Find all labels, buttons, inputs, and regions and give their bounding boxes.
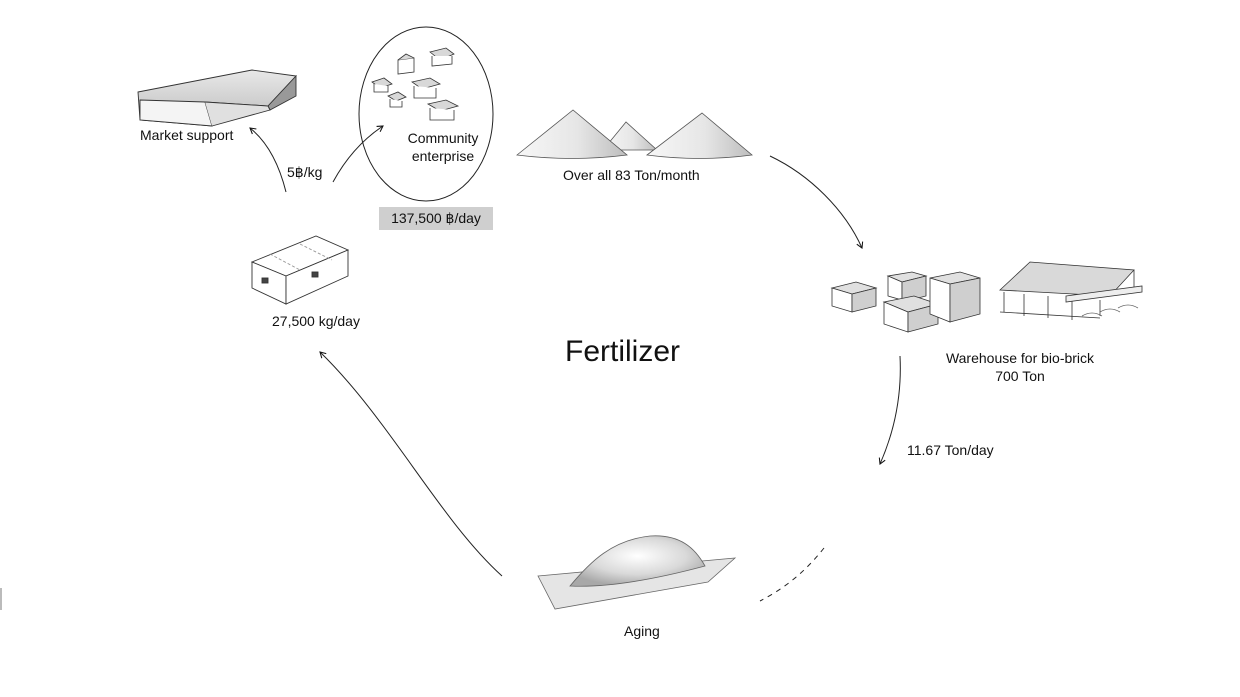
flow-arrow-to-packaging: [319, 351, 503, 577]
flow-arrow-to-warehouse: [769, 155, 864, 249]
market-building-icon: [137, 69, 297, 127]
community-enterprise-label: Community enterprise: [398, 129, 488, 165]
community-enterprise-icon: [358, 26, 494, 202]
price-flow-label: 5฿/kg: [287, 164, 323, 180]
community-enterprise-line-1: Community: [407, 130, 479, 146]
left-edge-mark: [0, 588, 2, 610]
warehouse-label-line-1: Warehouse for bio-brick: [945, 350, 1095, 366]
market-support-label: Market support: [140, 127, 234, 143]
packaged-output-label: 27,500 kg/day: [272, 313, 360, 329]
warehouse-label-line-2: 700 Ton: [995, 368, 1045, 384]
warehouse-label: Warehouse for bio-brick 700 Ton: [930, 349, 1110, 385]
daily-rate-label: 11.67 Ton/day: [907, 442, 994, 458]
warehouse-building-icon: [999, 261, 1143, 320]
flow-arrow-to-community: [332, 125, 384, 183]
production-label: Over all 83 Ton/month: [563, 167, 700, 183]
revenue-label: 137,500 ฿/day: [379, 207, 493, 230]
fertilizer-piles-icon: [516, 109, 753, 159]
diagram-title: Fertilizer: [565, 335, 681, 368]
flow-dashed-segment: [759, 547, 825, 602]
bio-brick-stacks-icon: [830, 271, 981, 333]
flow-arrow-to-aging-stage: [878, 355, 901, 465]
aging-label: Aging: [624, 623, 660, 639]
fertilizer-box-icon: [250, 235, 350, 305]
flow-arrow-to-market: [249, 127, 287, 193]
aging-mound-icon: [537, 535, 737, 610]
community-enterprise-line-2: enterprise: [411, 148, 475, 164]
